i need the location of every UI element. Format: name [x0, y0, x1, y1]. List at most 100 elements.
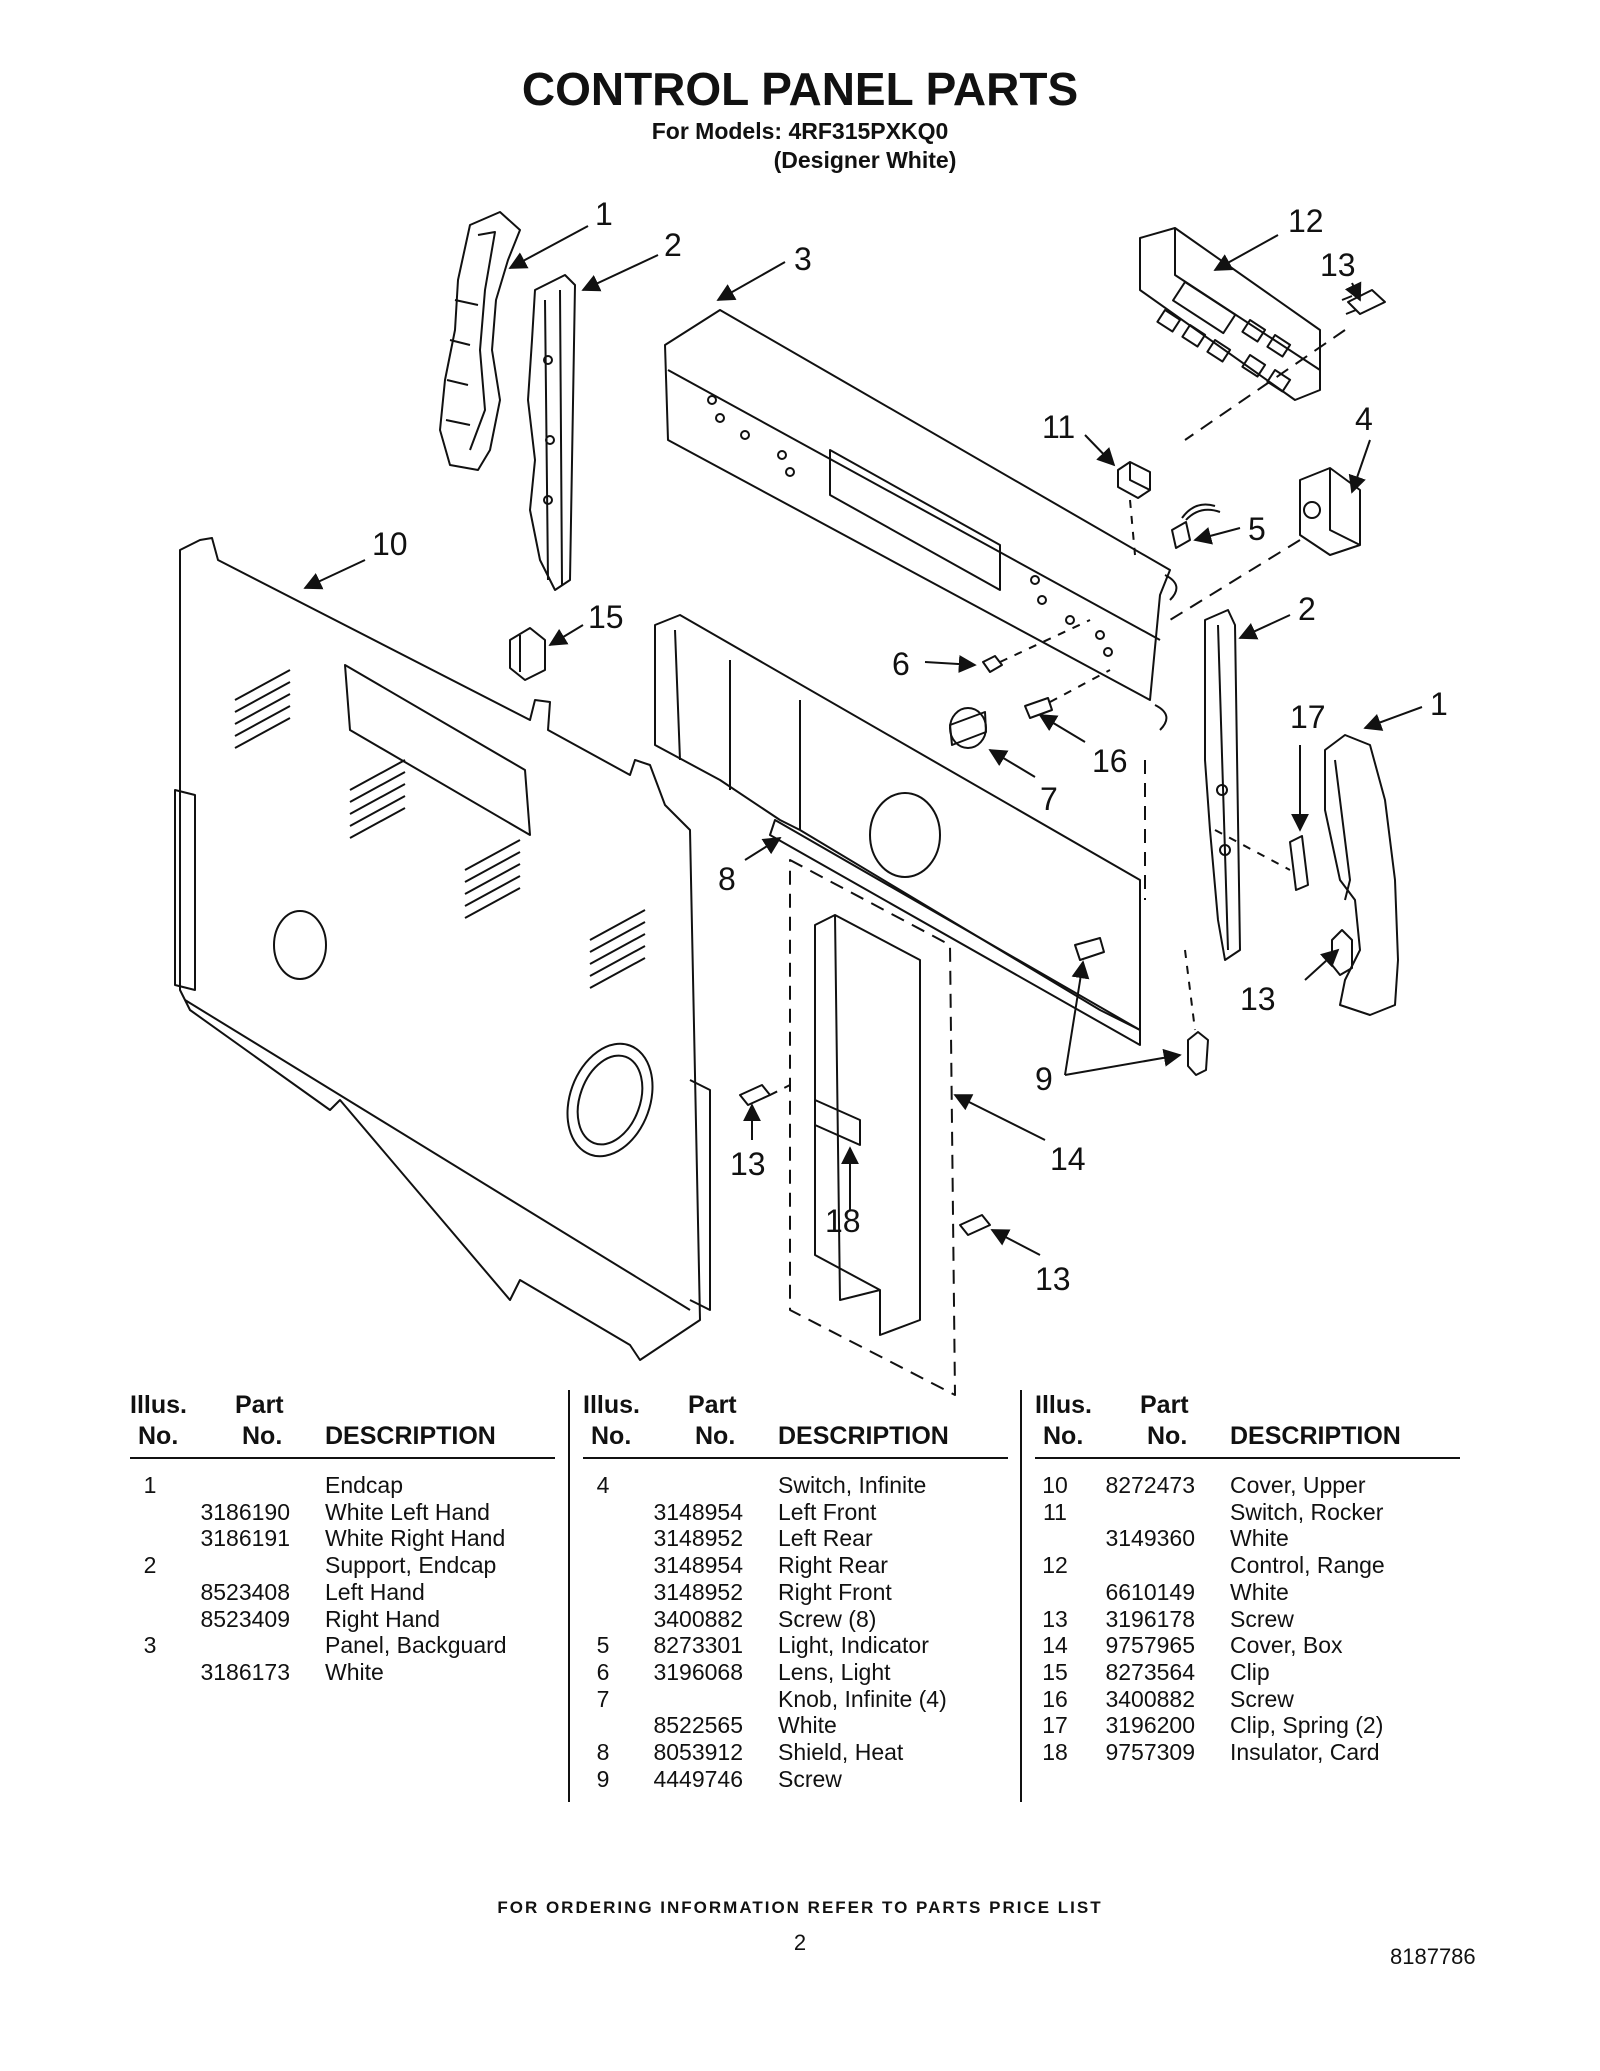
part-number: 3148954: [653, 1552, 743, 1579]
callout-label: 5: [1248, 511, 1266, 547]
part-number: 8272473: [1105, 1472, 1195, 1498]
part-number: 3400882: [1105, 1685, 1195, 1712]
header-illus-1: Illus.: [1035, 1391, 1092, 1419]
part-description: Insulator, Card: [1230, 1739, 1380, 1765]
header-description: DESCRIPTION: [1230, 1422, 1401, 1450]
part-description: Light, Indicator: [778, 1632, 929, 1659]
part-description: Screw: [1230, 1685, 1294, 1712]
callout-label: 13: [1320, 247, 1356, 283]
support-left-part: [527, 274, 576, 591]
part-description: Shield, Heat: [778, 1739, 904, 1765]
table-row: 3148954 Right Rear: [583, 1552, 1008, 1579]
part-description: Right Front: [778, 1578, 892, 1605]
part-description: Cover, Upper: [1230, 1472, 1366, 1498]
part-number: 3148952: [653, 1578, 743, 1605]
illus-number: 2: [143, 1552, 157, 1579]
callout-label: 9: [1035, 1061, 1053, 1097]
part-description: Panel, Backguard: [325, 1632, 507, 1659]
part-number: 3186190: [200, 1498, 290, 1525]
header-rule: [583, 1457, 1008, 1459]
header-part-1: Part: [235, 1391, 284, 1419]
part-description: Screw: [1230, 1605, 1294, 1632]
part-description: Screw: [778, 1765, 842, 1792]
illus-number: 4: [596, 1472, 610, 1498]
part-number: 3196068: [653, 1658, 743, 1685]
column-divider: [1020, 1390, 1022, 1802]
callout-label: 11: [1042, 409, 1075, 445]
part-number: 8053912: [653, 1739, 743, 1765]
header-part-2: No.: [695, 1422, 736, 1450]
rocker-switch-part: [1117, 461, 1151, 499]
page-number: 2: [793, 1930, 807, 1955]
callout-label: 12: [1288, 203, 1324, 239]
part-description: Clip, Spring (2): [1230, 1712, 1384, 1739]
table-row: 1 Endcap: [130, 1472, 555, 1499]
illus-number: 7: [596, 1685, 610, 1712]
part-description: Switch, Infinite: [778, 1472, 927, 1498]
part-number: 3186191: [200, 1525, 290, 1552]
part-number: 3148952: [653, 1525, 743, 1552]
illus-number: 3: [143, 1632, 157, 1659]
header-description: DESCRIPTION: [325, 1422, 496, 1450]
callout-label: 18: [825, 1203, 861, 1239]
callout-label: 7: [1040, 781, 1058, 817]
illus-number: 11: [1043, 1498, 1067, 1525]
backguard-panel-part: [664, 309, 1178, 731]
part-description: Right Rear: [778, 1552, 888, 1579]
header-part-2: No.: [242, 1422, 283, 1450]
part-description: White Right Hand: [325, 1525, 506, 1552]
illus-number: 12: [1042, 1552, 1068, 1579]
screw-13-bottom-left-part: [739, 1084, 771, 1106]
screw-13-top-part: [1341, 289, 1386, 315]
support-right-part: [1204, 609, 1241, 961]
illus-number: 17: [1042, 1712, 1068, 1739]
part-number: 9757965: [1105, 1632, 1195, 1659]
model-number: For Models: 4RF315PXKQ0: [651, 118, 949, 144]
header-rule: [130, 1457, 555, 1459]
callout-label: 17: [1290, 699, 1326, 735]
part-description: Cover, Box: [1230, 1632, 1343, 1659]
insulator-card-part: [814, 1099, 861, 1146]
table-row: 3148954 Left Front: [583, 1499, 1008, 1526]
callout-label: 13: [730, 1146, 766, 1182]
upper-cover-part: [174, 537, 711, 1361]
part-description: Lens, Light: [778, 1658, 891, 1685]
page-title: CONTROL PANEL PARTS: [521, 63, 1079, 115]
part-number: 8273301: [653, 1632, 743, 1659]
illus-number: 1: [143, 1472, 157, 1498]
part-number: 3196200: [1105, 1712, 1195, 1739]
part-number: 3148954: [653, 1498, 743, 1525]
illus-number: 16: [1042, 1685, 1068, 1712]
table-row: 16 3400882 Screw: [1035, 1686, 1460, 1713]
part-description: Left Hand: [325, 1578, 425, 1605]
model-info: For Models: 4RF315PXKQ0 (Designer White): [0, 118, 1600, 174]
ordering-info-note: FOR ORDERING INFORMATION REFER TO PARTS …: [497, 1898, 1103, 1917]
part-description: White: [1230, 1578, 1289, 1605]
screw-9-left-part: [1074, 937, 1105, 961]
illus-number: 8: [596, 1739, 610, 1765]
header-illus-1: Illus.: [130, 1391, 187, 1419]
part-description: Endcap: [325, 1472, 404, 1498]
model-color: (Designer White): [773, 147, 957, 173]
illus-number: 9: [596, 1765, 610, 1792]
illus-number: 18: [1042, 1739, 1068, 1765]
part-number: 4449746: [653, 1765, 743, 1792]
infinite-knob-part: [949, 707, 987, 749]
callout-label: 2: [1298, 591, 1316, 627]
illus-number: 13: [1042, 1605, 1068, 1632]
box-cover-part: [789, 859, 956, 1396]
part-description: Left Front: [778, 1498, 877, 1525]
callout-label: 13: [1035, 1261, 1071, 1297]
callout-labels: 1 2 3 12 13 11 4 5 10 2 15 6 17 1 16 7 8…: [372, 196, 1448, 1297]
header-illus-2: No.: [1043, 1422, 1084, 1450]
